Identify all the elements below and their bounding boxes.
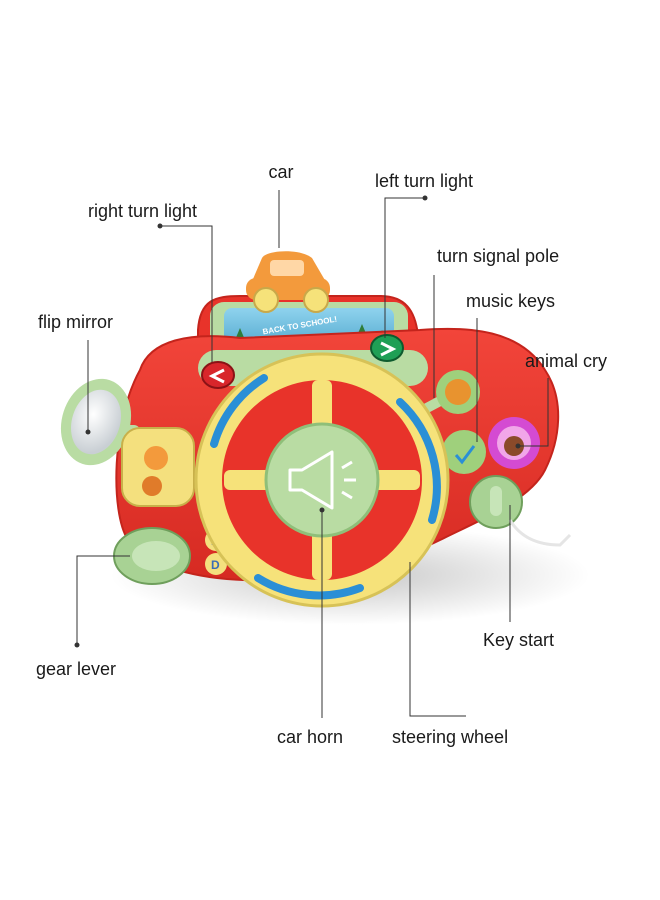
- label-flip-mirror: flip mirror: [38, 312, 113, 332]
- leader-left-turn-light: [384, 197, 425, 338]
- wheel-accent-bottom: [254, 574, 364, 600]
- left-turn-light-button[interactable]: [370, 334, 404, 362]
- right-turn-light-button[interactable]: [201, 361, 235, 389]
- label-steering-wheel: steering wheel: [392, 727, 509, 747]
- leader-lines: [76, 190, 549, 718]
- leader-gear-lever: [76, 555, 130, 645]
- label-music-keys: music keys: [466, 291, 556, 311]
- wheel-accent-right: [396, 398, 441, 524]
- leader-animal-cry: [518, 378, 549, 447]
- label-car: car: [268, 162, 294, 182]
- wheel-accent-left: [210, 374, 268, 448]
- music-key-note[interactable]: [442, 430, 486, 474]
- leader-right-turn-light: [160, 225, 213, 362]
- label-animal-cry: animal cry: [525, 351, 608, 371]
- leader-dots: [74, 195, 521, 648]
- label-turn-signal-pole: turn signal pole: [437, 246, 560, 266]
- leader-steering-wheel: [409, 562, 466, 717]
- gear-letter-d: D: [211, 558, 220, 572]
- label-car-horn: car horn: [277, 727, 344, 747]
- label-gear-lever: gear lever: [36, 659, 117, 679]
- megaphone-icon: [288, 450, 356, 510]
- label-right-turn-light: right turn light: [88, 201, 198, 221]
- label-left-turn-light: left turn light: [375, 171, 474, 191]
- toy-car[interactable]: [246, 251, 330, 313]
- label-key-start: Key start: [483, 630, 555, 650]
